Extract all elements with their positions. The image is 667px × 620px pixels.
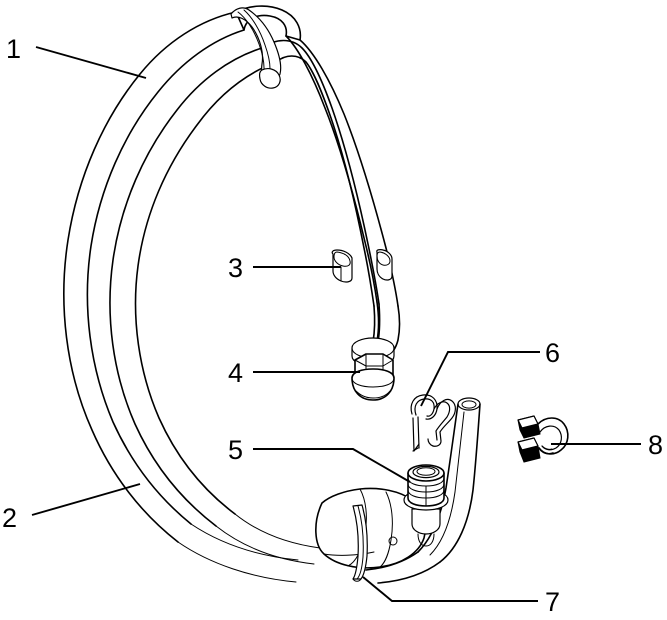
- callout-label-8: 8: [648, 430, 663, 460]
- callout-label-7: 7: [545, 587, 560, 617]
- hose-clamp-band-part-7: [352, 504, 368, 582]
- hose-clip-part-3-right: [376, 249, 393, 281]
- leader-6: [420, 351, 540, 407]
- leader-7: [362, 576, 538, 602]
- callout-numbers: 1 2 3 4 5 6 7 8: [2, 34, 663, 617]
- leader-lines: [31, 46, 641, 602]
- wing-clamp-part-8: [517, 415, 569, 463]
- lower-hose-part-2: [109, 47, 277, 527]
- apex-clip-band: [230, 7, 282, 89]
- callout-label-2: 2: [2, 503, 17, 533]
- leader-1: [35, 46, 147, 79]
- leader-5: [253, 448, 411, 483]
- hose-apex-bend: [235, 5, 399, 307]
- hex-nut-fitting-part-4: [351, 337, 395, 401]
- rigid-metal-tube: [365, 397, 481, 584]
- retaining-clip-part-6: [410, 394, 456, 452]
- upper-hose-part-1: [63, 11, 245, 543]
- hose-clip-part-3-left: [331, 249, 353, 283]
- callout-label-5: 5: [228, 435, 243, 465]
- callout-label-1: 1: [6, 34, 21, 64]
- callout-label-3: 3: [228, 253, 243, 283]
- threaded-port-part-5: [403, 464, 449, 547]
- callout-label-4: 4: [228, 358, 243, 388]
- callout-label-6: 6: [545, 338, 560, 368]
- leader-2: [31, 483, 141, 516]
